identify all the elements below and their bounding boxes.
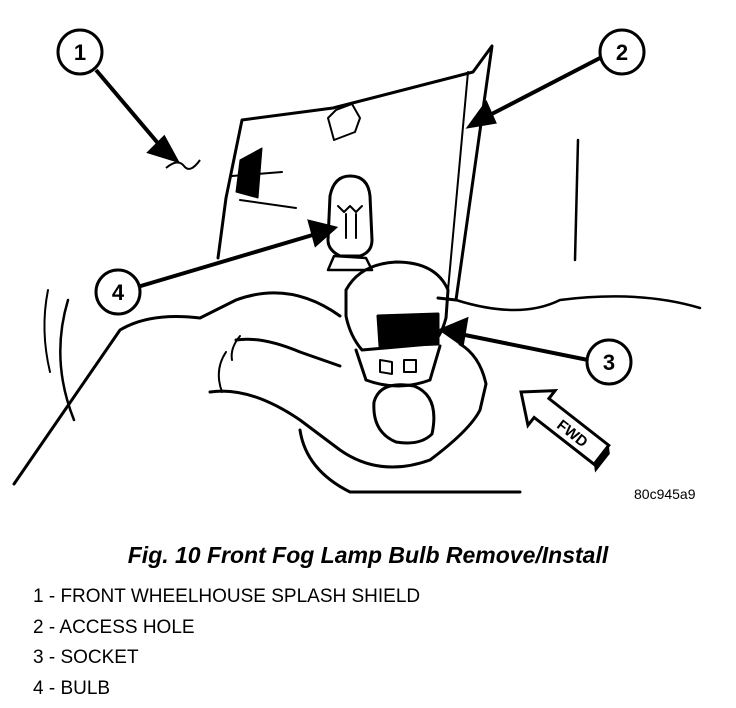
- panel-inner-edge: [448, 72, 468, 290]
- legend-list: 1 - FRONT WHEELHOUSE SPLASH SHIELD 2 - A…: [33, 586, 420, 708]
- legend-item: 1 - FRONT WHEELHOUSE SPLASH SHIELD: [33, 586, 420, 617]
- legend-item: 2 - ACCESS HOLE: [33, 617, 420, 648]
- callout-4-number: 4: [112, 280, 125, 305]
- image-code: 80c945a9: [634, 486, 696, 502]
- callout-3-number: 3: [603, 350, 615, 375]
- legend-item: 4 - BULB: [33, 678, 420, 708]
- callout-1-number: 1: [74, 40, 86, 65]
- figure-caption: Fig. 10 Front Fog Lamp Bulb Remove/Insta…: [0, 542, 736, 569]
- fwd-arrow: FWD: [507, 375, 619, 476]
- fog-lamp-diagram: 1 2 3 4 FWD: [0, 0, 736, 530]
- legend-item: 3 - SOCKET: [33, 647, 420, 678]
- socket-base: [356, 346, 440, 386]
- thumbnail: [374, 385, 434, 443]
- bulb-glass: [328, 176, 372, 256]
- callout-2-number: 2: [616, 40, 628, 65]
